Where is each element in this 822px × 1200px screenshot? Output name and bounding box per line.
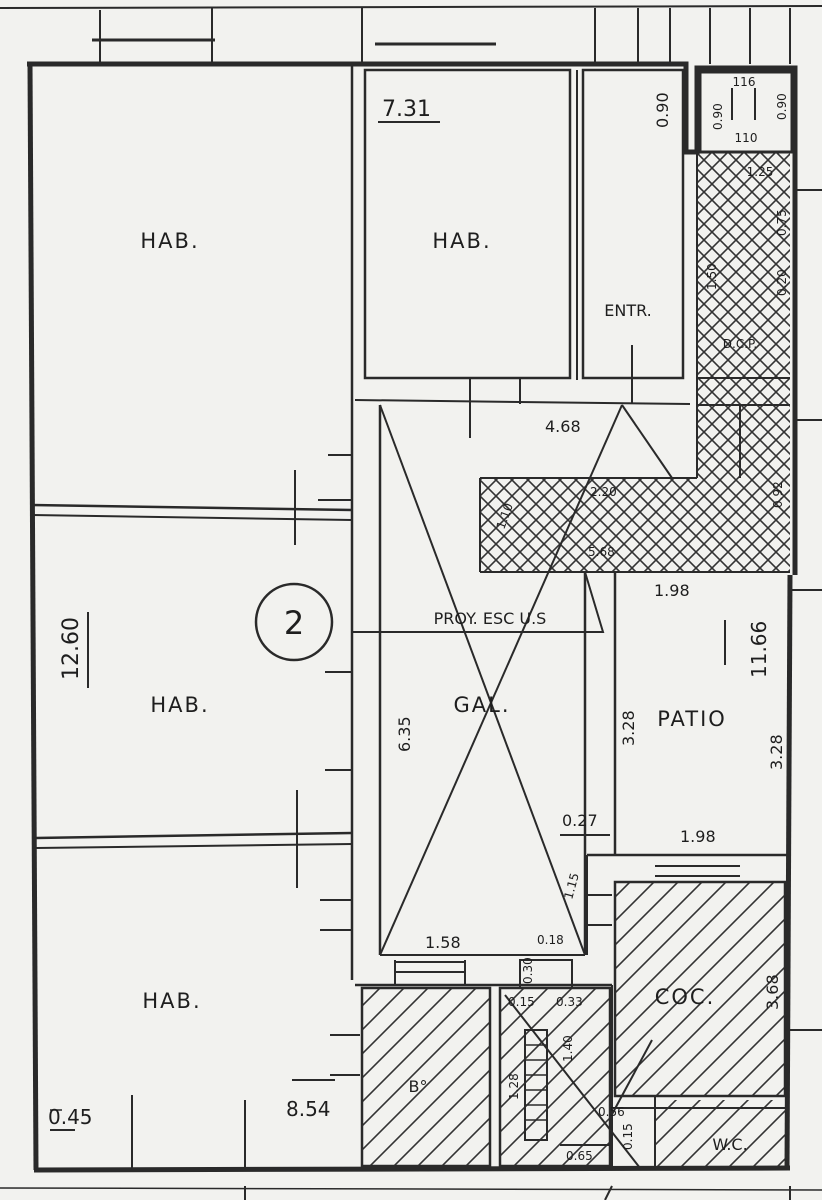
- dim-gal-small: 0.27: [562, 811, 598, 830]
- dim-stair-b: 1.28: [507, 1073, 521, 1100]
- dim-hatch-right: 0.92: [771, 481, 785, 508]
- dim-small-d: 0.15: [508, 995, 535, 1009]
- room-label-kitchen: COC.: [655, 985, 716, 1009]
- dim-stair-c: 0.56: [598, 1105, 625, 1119]
- room-label-hab-top-center: HAB.: [432, 229, 491, 253]
- room-label-hab-mid-left: HAB.: [150, 693, 209, 717]
- dim-gal-bottom: 1.58: [425, 933, 461, 952]
- dim-hatch-mid: 5.68: [588, 545, 615, 559]
- dim-shaft-bottom: 110: [735, 131, 758, 145]
- bath-hatch: [362, 988, 490, 1166]
- right-lower-wall: [784, 574, 793, 1171]
- walls: [0, 5, 822, 1200]
- dim-diag: 1.15: [561, 871, 581, 900]
- unit-circle: [254, 582, 334, 662]
- dim-small-b: 0.30: [521, 957, 535, 984]
- dim-stair-d: 0.65: [566, 1149, 593, 1163]
- stair-projection-label: PROY. ESC U.S: [434, 609, 547, 628]
- dim-duct-side-b: 0.20: [775, 269, 789, 296]
- duct-crosshatch: [480, 152, 790, 572]
- room-label-hab-bottom-left: HAB.: [142, 989, 201, 1013]
- room-label-bath: B°: [409, 1077, 428, 1096]
- dim-stair-a: 1.40: [561, 1035, 575, 1062]
- dim-small-a: 0.18: [537, 933, 564, 947]
- unit-number: 2: [284, 604, 304, 642]
- dim-shaft-left: 0.90: [711, 103, 725, 130]
- room-label-entrance: ENTR.: [604, 301, 651, 320]
- dim-entr-width: 0.90: [653, 92, 672, 128]
- dim-small-c: 0.33: [556, 995, 583, 1009]
- bottom-wall: [33, 1165, 791, 1173]
- dim-duct-top: 1.25: [747, 165, 774, 179]
- dim-bottom-left: 0.45: [48, 1105, 93, 1129]
- dim-duct-side-c: 1.50: [705, 263, 719, 290]
- left-wall: [27, 63, 39, 1171]
- dim-patio-right: 3.28: [767, 734, 786, 770]
- room-label-hab-top-left: HAB.: [140, 229, 199, 253]
- dim-patio-left: 3.28: [619, 710, 638, 746]
- kitchen-hatch: [615, 882, 785, 1096]
- dim-total-length: 12.60: [59, 617, 84, 680]
- dim-patio-length: 11.66: [747, 621, 771, 678]
- dim-bottom-width: 8.54: [286, 1097, 331, 1121]
- room-label-patio: PATIO: [657, 707, 727, 731]
- dim-stair-e: 0.15: [621, 1123, 635, 1150]
- dim-shaft-top: 116: [733, 75, 756, 89]
- dim-corridor-width: 4.68: [545, 417, 581, 436]
- dim-kitchen-length: 3.68: [763, 974, 782, 1010]
- dim-hatch-len: 2.20: [590, 485, 617, 499]
- room-label-duct: D.C.P.: [723, 337, 757, 351]
- dim-patio-width-bottom: 1.98: [680, 827, 716, 846]
- room-label-wc: W.C.: [712, 1135, 747, 1154]
- dim-gallery-length: 6.35: [395, 716, 414, 752]
- room-label-gallery: GAL.: [453, 693, 510, 717]
- dim-patio-width-top: 1.98: [654, 581, 690, 600]
- stair-hatch: [500, 988, 610, 1166]
- dim-duct-side-a: 0.75: [775, 209, 789, 236]
- wc-hatch: [655, 1100, 785, 1166]
- hatched-areas: [362, 152, 790, 1166]
- dim-shaft-right: 0.90: [775, 93, 789, 120]
- dim-top-width: 7.31: [382, 97, 431, 122]
- room-labels: HAB. HAB. ENTR. HAB. HAB. GAL. PATIO B° …: [140, 229, 757, 1154]
